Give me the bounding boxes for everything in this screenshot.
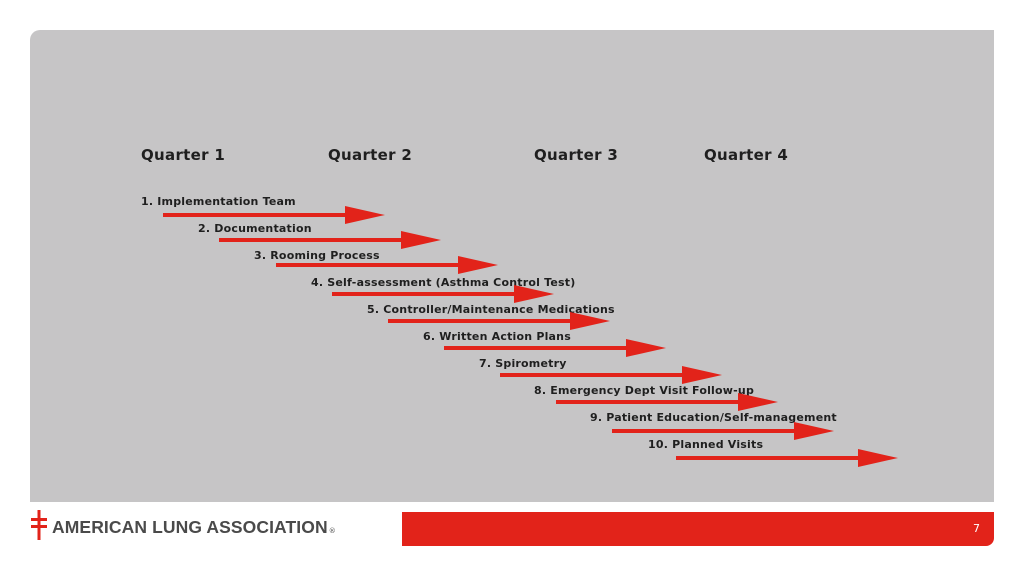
step-label-self-assessment: 4. Self-assessment (Asthma Control Test) bbox=[311, 276, 576, 289]
quarter-3-header: Quarter 3 bbox=[534, 146, 619, 164]
quarter-4-header: Quarter 4 bbox=[704, 146, 789, 164]
arrow-documentation bbox=[219, 231, 441, 249]
arrow-spirometry bbox=[500, 366, 722, 384]
quarter-1-header: Quarter 1 bbox=[141, 146, 226, 164]
double-barred-cross-icon bbox=[30, 510, 48, 544]
step-label-rooming-process: 3. Rooming Process bbox=[254, 249, 380, 262]
step-label-written-action-plans: 6. Written Action Plans bbox=[423, 330, 571, 343]
arrow-patient-education bbox=[612, 422, 834, 440]
quarter-2-header: Quarter 2 bbox=[328, 146, 413, 164]
arrow-rooming-process bbox=[276, 256, 498, 274]
step-label-patient-education: 9. Patient Education/Self-management bbox=[590, 411, 837, 424]
footer-bar: 7 bbox=[402, 512, 994, 546]
step-label-implementation-team: 1. Implementation Team bbox=[141, 195, 296, 208]
arrow-written-action-plans bbox=[444, 339, 666, 357]
american-lung-association-logo: AMERICAN LUNG ASSOCIATION® bbox=[30, 510, 336, 544]
step-label-documentation: 2. Documentation bbox=[198, 222, 312, 235]
slide-content-panel bbox=[30, 30, 994, 502]
logo-text: AMERICAN LUNG ASSOCIATION bbox=[52, 516, 328, 537]
arrow-planned-visits bbox=[676, 449, 898, 467]
page-number: 7 bbox=[973, 522, 980, 535]
step-label-controller-medications: 5. Controller/Maintenance Medications bbox=[367, 303, 615, 316]
step-label-emergency-dept-follow-up: 8. Emergency Dept Visit Follow-up bbox=[534, 384, 755, 397]
step-label-spirometry: 7. Spirometry bbox=[479, 357, 567, 370]
arrow-emergency-dept-follow-up bbox=[556, 393, 778, 411]
registered-mark: ® bbox=[328, 527, 336, 535]
step-label-planned-visits: 10. Planned Visits bbox=[648, 438, 764, 451]
arrow-implementation-team bbox=[163, 206, 385, 224]
arrow-controller-medications bbox=[388, 312, 610, 330]
arrow-self-assessment bbox=[332, 285, 554, 303]
